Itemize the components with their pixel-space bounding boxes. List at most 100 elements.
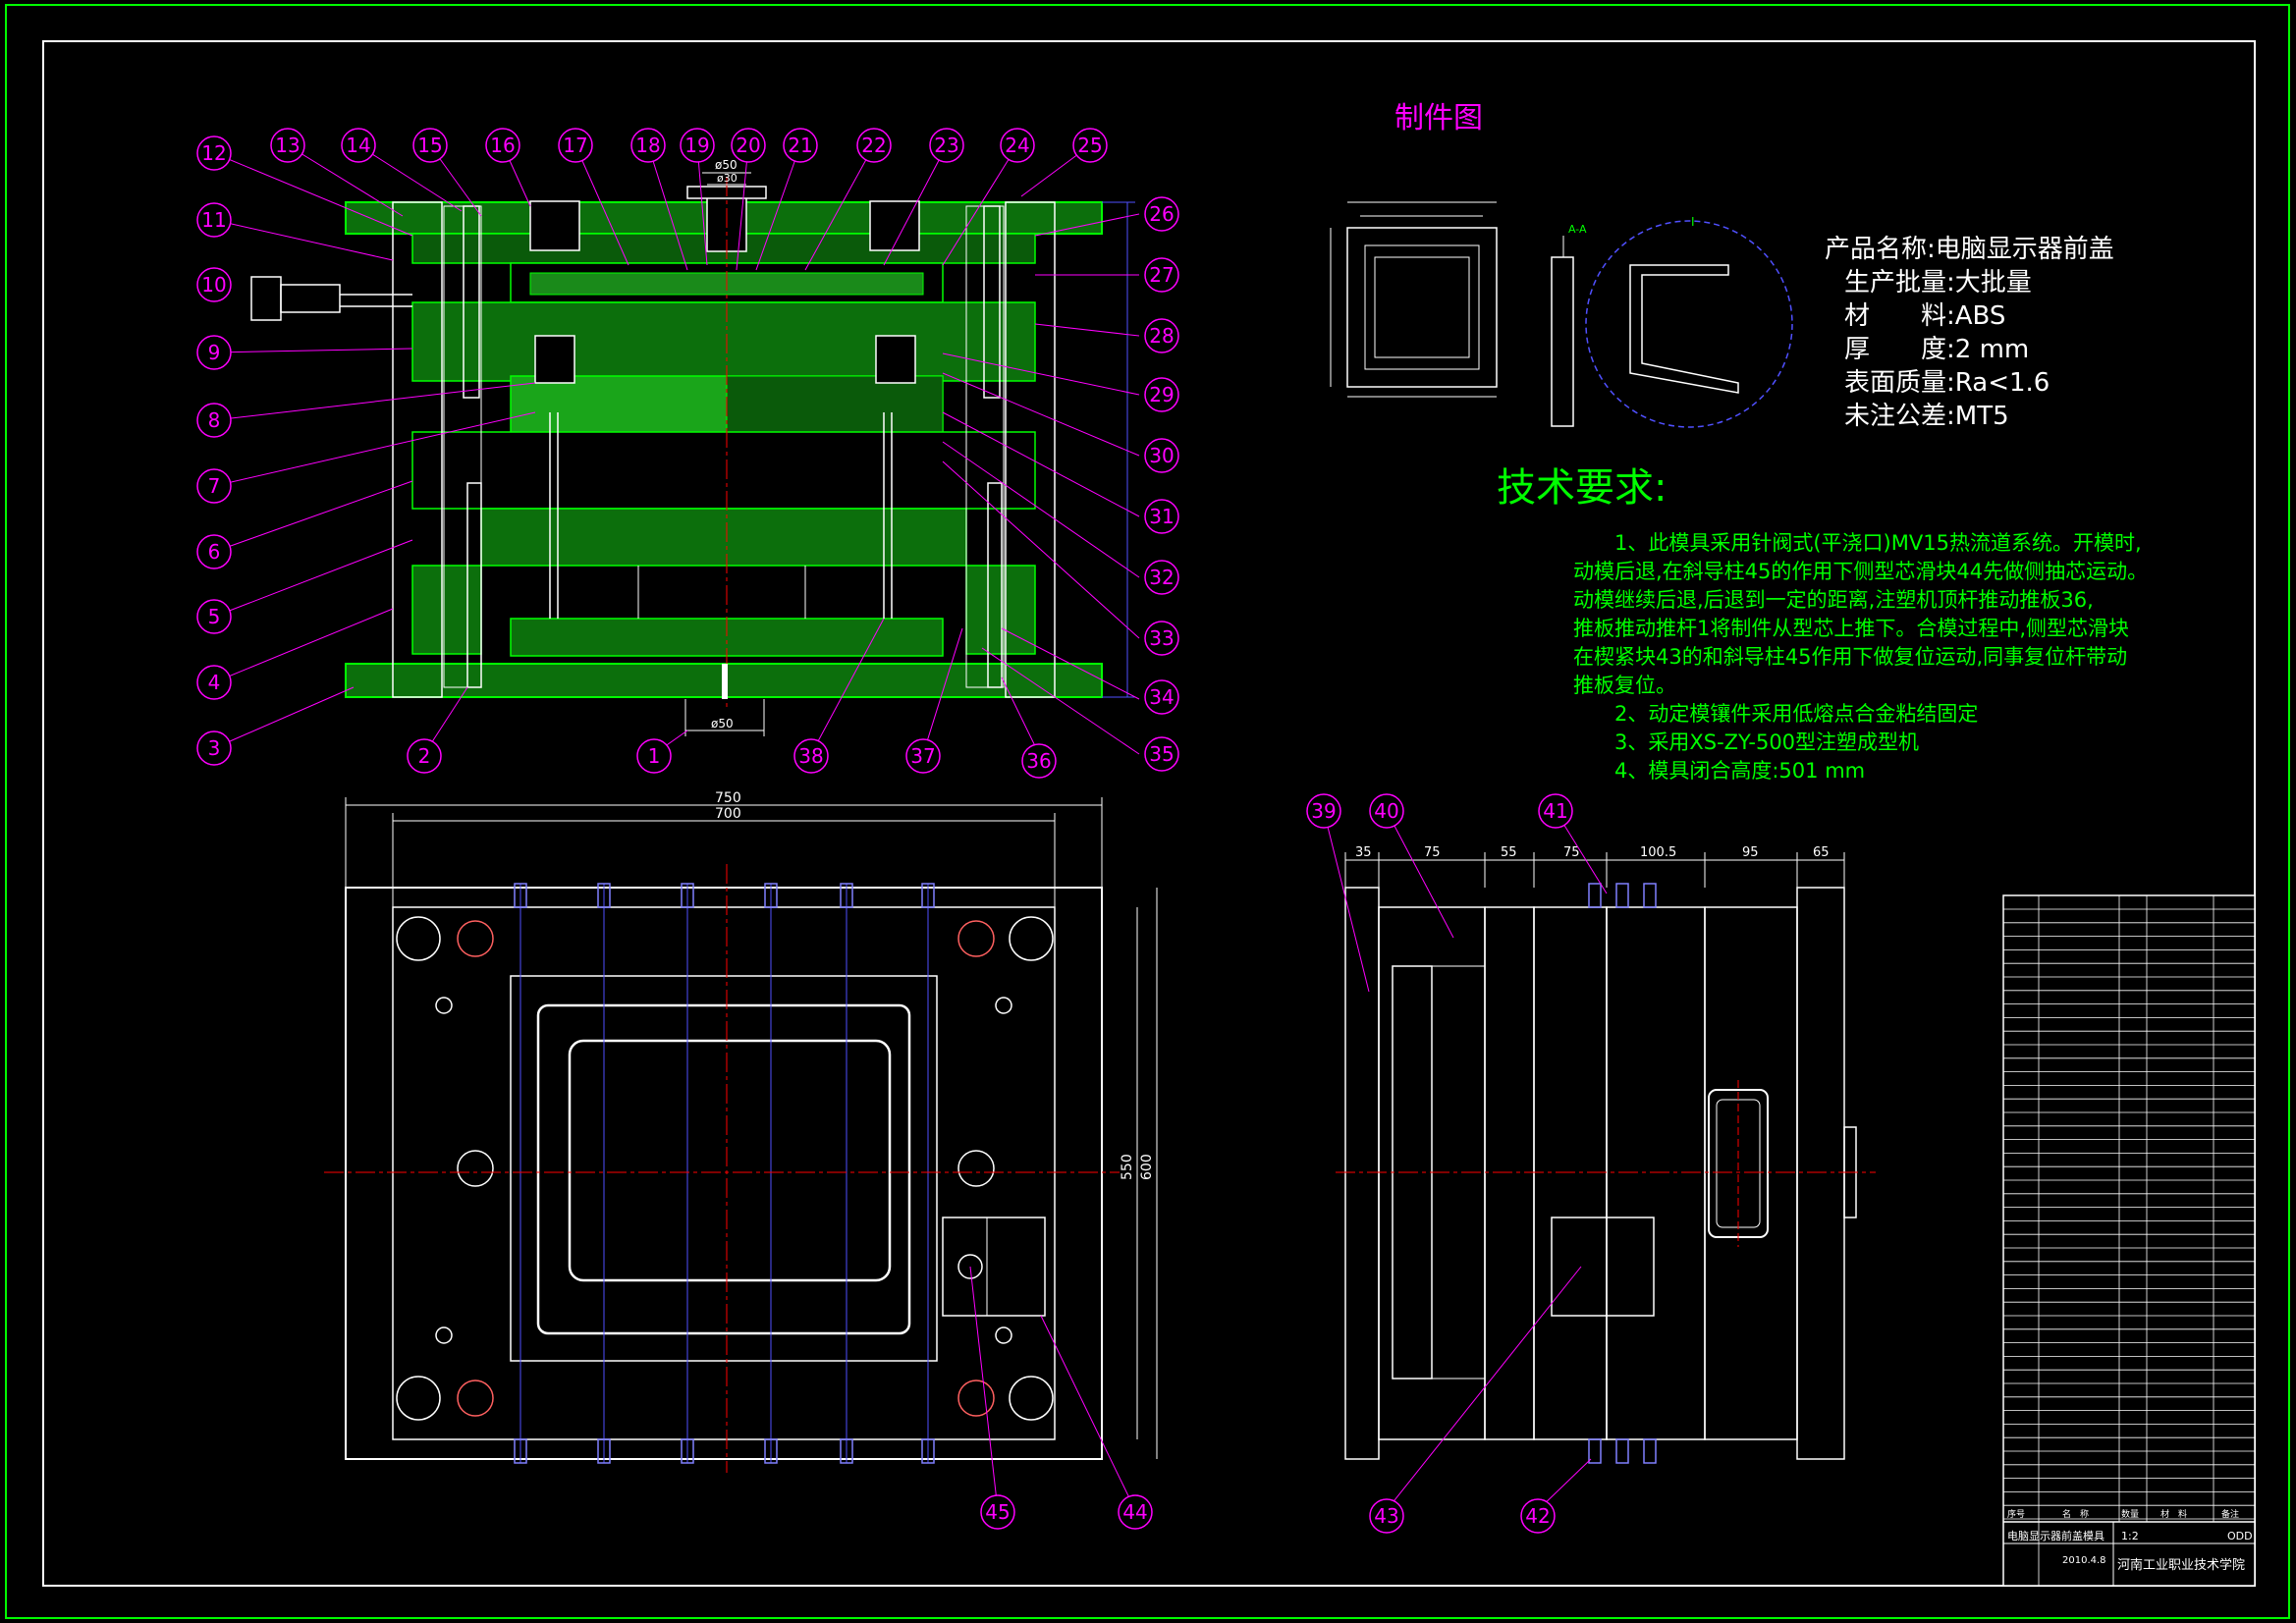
balloon-1: 1 [636, 738, 672, 774]
balloon-27: 27 [1144, 257, 1179, 293]
balloon-32: 32 [1144, 560, 1179, 595]
balloon-43: 43 [1369, 1498, 1404, 1534]
title-code: ODD [2227, 1530, 2253, 1542]
tech-line-9: 4、模具闭合高度:501 mm [1573, 759, 1865, 783]
balloon-31: 31 [1144, 499, 1179, 534]
thickness-label: 厚 度:2 mm [1844, 335, 2029, 364]
svg-text:25: 25 [1077, 134, 1102, 157]
bom-header-note: 备注 [2221, 1508, 2239, 1520]
tech-line-2: 动模后退,在斜导柱45的作用下侧型芯滑块44先做侧抽芯运动。 [1573, 560, 2148, 583]
inner-frame [42, 40, 2256, 1587]
tech-line-8: 3、采用XS-ZY-500型注塑成型机 [1573, 730, 1919, 754]
svg-text:21: 21 [788, 134, 812, 157]
balloon-15: 15 [412, 128, 448, 163]
balloon-42: 42 [1520, 1498, 1556, 1534]
svg-text:38: 38 [798, 744, 823, 768]
balloon-18: 18 [630, 128, 666, 163]
svg-text:26: 26 [1149, 202, 1174, 226]
balloon-35: 35 [1144, 736, 1179, 772]
balloon-23: 23 [929, 128, 964, 163]
section-balloons: 12 13 14 15 16 17 18 19 20 21 22 23 24 2… [196, 128, 1179, 779]
dim-side-55: 55 [1501, 845, 1517, 860]
balloon-30: 30 [1144, 438, 1179, 473]
svg-text:3: 3 [208, 736, 221, 760]
dim-phi30: ø30 [717, 172, 738, 185]
svg-text:44: 44 [1122, 1500, 1147, 1524]
balloon-6: 6 [196, 534, 232, 569]
svg-text:30: 30 [1149, 444, 1174, 467]
svg-text:37: 37 [910, 744, 935, 768]
section-aa-label: A-A [1568, 223, 1587, 236]
svg-text:18: 18 [635, 134, 660, 157]
svg-text:33: 33 [1149, 626, 1174, 650]
dim-phi50-top: ø50 [715, 158, 738, 172]
section-leaders [213, 144, 1140, 755]
svg-text:2: 2 [418, 744, 431, 768]
balloon-25: 25 [1072, 128, 1108, 163]
technical-requirements: 技术要求: 1、此模具采用针阀式(平浇口)MV15热流道系统。开模时, 动模后退… [1497, 465, 2148, 783]
svg-text:17: 17 [563, 134, 587, 157]
plan-view: 750 700 550 600 [324, 790, 1158, 1511]
part-drawing-title: 制件图 [1394, 101, 1483, 135]
bom-table: 电脑显示器前盖模具 1:2 ODD 2010.4.8 河南工业职业技术学院 序号… [2002, 894, 2256, 1587]
bom-header-material: 材 料 [2160, 1508, 2187, 1520]
bom-header-name: 名 称 [2062, 1508, 2089, 1520]
balloon-17: 17 [558, 128, 593, 163]
svg-text:15: 15 [417, 134, 442, 157]
dim-side-100-5: 100.5 [1640, 845, 1676, 860]
dim-750: 750 [715, 790, 741, 806]
svg-text:29: 29 [1149, 383, 1174, 406]
dim-550: 550 [1120, 1154, 1135, 1180]
svg-text:20: 20 [736, 134, 760, 157]
balloon-9: 9 [196, 335, 232, 370]
balloon-3: 3 [196, 730, 232, 766]
dim-side-65: 65 [1813, 845, 1830, 860]
balloon-36: 36 [1021, 743, 1057, 779]
balloon-37: 37 [905, 738, 941, 774]
balloon-38: 38 [793, 738, 829, 774]
svg-text:40: 40 [1374, 799, 1398, 823]
balloon-7: 7 [196, 468, 232, 504]
tech-line-7: 2、动定模镶件采用低熔点合金粘结固定 [1573, 702, 1978, 726]
detail-label: I [1691, 215, 1695, 229]
tech-title: 技术要求: [1497, 465, 1667, 511]
svg-text:10: 10 [201, 273, 226, 297]
assembly-section-view: ø50 ø30 ø50 [213, 144, 1140, 755]
svg-text:23: 23 [934, 134, 958, 157]
svg-text:9: 9 [208, 341, 221, 364]
tech-line-5: 在楔紧块43的和斜导柱45作用下做复位运动,同事复位杆带动 [1573, 645, 2127, 669]
svg-text:34: 34 [1149, 685, 1174, 709]
svg-text:5: 5 [208, 605, 221, 628]
svg-text:31: 31 [1149, 505, 1174, 528]
balloon-39: 39 [1306, 793, 1341, 829]
balloon-2: 2 [407, 738, 442, 774]
title-drawing-name: 电脑显示器前盖模具 [2007, 1529, 2105, 1542]
svg-text:14: 14 [346, 134, 370, 157]
balloon-26: 26 [1144, 196, 1179, 232]
balloon-12: 12 [196, 135, 232, 171]
svg-text:45: 45 [985, 1500, 1010, 1524]
balloon-24: 24 [1000, 128, 1035, 163]
dim-phi50-bottom: ø50 [711, 717, 734, 730]
svg-text:22: 22 [861, 134, 886, 157]
svg-text:19: 19 [684, 134, 709, 157]
balloon-8: 8 [196, 403, 232, 438]
balloon-45: 45 [980, 1494, 1015, 1530]
svg-text:39: 39 [1311, 799, 1336, 823]
balloon-4: 4 [196, 665, 232, 700]
balloon-20: 20 [731, 128, 766, 163]
balloon-10: 10 [196, 267, 232, 302]
material-label: 材 料:ABS [1844, 301, 2005, 331]
title-date: 2010.4.8 [2062, 1555, 2106, 1566]
balloon-11: 11 [196, 202, 232, 238]
batch-label: 生产批量:大批量 [1844, 268, 2032, 298]
balloon-40: 40 [1369, 793, 1404, 829]
tolerance-label: 未注公差:MT5 [1844, 402, 2009, 431]
dim-side-95: 95 [1742, 845, 1759, 860]
title-school: 河南工业职业技术学院 [2117, 1557, 2245, 1573]
balloon-29: 29 [1144, 377, 1179, 412]
svg-text:7: 7 [208, 474, 221, 498]
balloon-19: 19 [680, 128, 715, 163]
title-scale: 1:2 [2121, 1530, 2139, 1542]
